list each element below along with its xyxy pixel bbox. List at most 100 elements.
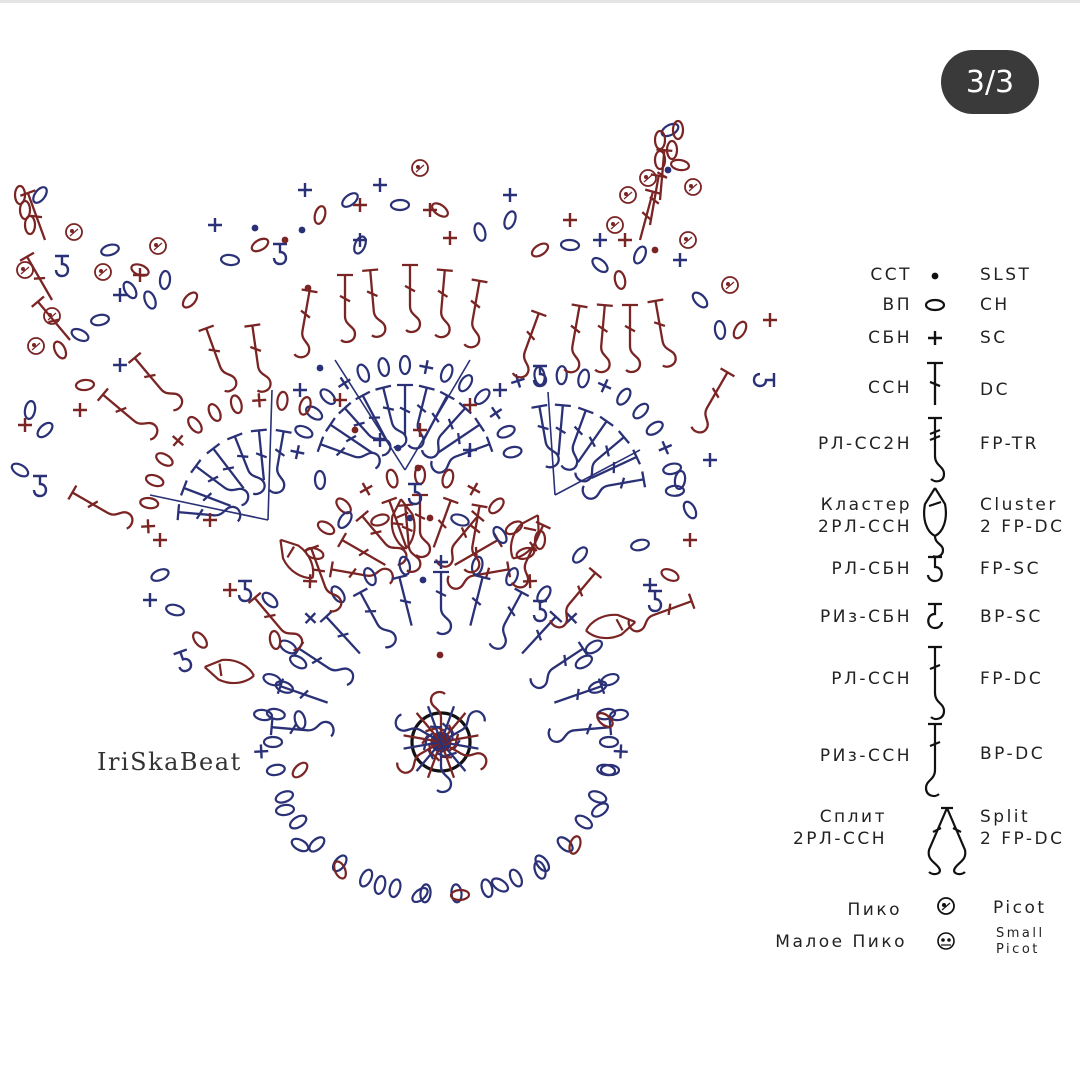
picot-icon [149,237,167,255]
fan-chain [565,612,578,624]
slst-dot [281,236,289,244]
spike-chain [653,149,667,171]
spike-chain [23,214,37,236]
fan-stitch [531,403,560,469]
slst-dot [394,444,402,452]
cluster-stitch [279,538,315,580]
fan-chain [330,585,346,604]
fan-stitch [179,480,232,507]
upper-stitch [127,351,184,412]
sc-plus [618,233,632,247]
slst-dot [406,514,414,522]
fan-stitch [337,532,386,566]
chain-round2 [265,707,286,721]
upper-stitch [622,303,642,374]
chain-round2 [288,654,308,670]
sc-plus [593,233,607,247]
chain-stitch [23,399,37,421]
legend-bp-sc-icon [927,602,944,630]
chain-stitch [669,158,691,172]
chain-stitch [559,238,581,252]
slst-dot [436,651,444,659]
fan-chain [363,567,377,587]
chain-stitch [261,591,279,609]
fan-stitch [446,561,512,590]
slst-dot [426,514,434,522]
chain-stitch [450,513,470,527]
fan-chain [252,393,267,408]
fan-stitch [554,403,571,456]
chain-stitch [353,235,367,255]
chain-stitch [74,378,96,392]
fan-chain [141,519,156,534]
chain-stitch [473,222,487,242]
chain-stitch [70,327,90,343]
legend-plus-icon [928,331,942,345]
chain-stitch [490,877,510,893]
legend-fp-dc-icon [928,645,946,721]
fan-stitch [391,574,413,626]
fan-chain [254,744,269,759]
slst-dot [664,166,672,174]
chain-stitch [341,192,359,208]
fan-stitch [433,570,453,636]
fan-chain [207,403,222,422]
fan-stitch [324,417,373,454]
chain-stitch [313,205,327,225]
fan-chain [398,555,412,576]
sc-plus [298,183,312,197]
spike-stitch [638,188,661,241]
fan-chain [488,497,505,515]
edge-fp-sc [752,372,776,388]
fan-chain [229,394,243,415]
chain-round2 [574,654,594,670]
spike-stitch [19,251,53,301]
fan-chain [434,555,448,569]
picot-icon [65,223,83,241]
edge-fp-sc [54,254,70,278]
top-divider [0,0,1080,3]
fan-chain [290,445,305,460]
fan-stitch [412,493,432,559]
chain-round2 [388,878,402,899]
upper-stitch [594,303,613,374]
chain-stitch [568,835,582,855]
fan-chain [616,387,632,406]
sc-plus [463,398,477,412]
fan-stitch [316,436,381,470]
sc-plus [203,513,217,527]
edge-fp-sc [272,242,288,266]
sc-plus [293,383,307,397]
fan-stitch [397,383,413,435]
chain-round2 [574,814,594,830]
fan-stitch [553,678,606,704]
fan-chain [600,672,620,687]
fan-stitch [488,587,530,650]
chain-stitch [181,291,199,309]
sc-plus [373,433,387,447]
chain-round2 [587,790,608,804]
chain-stitch [219,253,241,267]
upper-stitch [247,591,304,652]
sc-plus [673,253,687,267]
chain-stitch [632,245,648,265]
fan-stitch [269,719,335,738]
legend-dot-icon [931,272,939,280]
sc-plus [493,383,507,397]
sc-plus [208,218,222,232]
sc-plus [373,178,387,192]
legend-bp-dc-icon [924,722,942,798]
fan-stitch [355,510,408,566]
upper-stitch [463,503,488,574]
sc-plus [423,203,437,217]
picot-icon [684,178,702,196]
web-line [334,359,406,471]
fan-chain [398,354,412,376]
fan-chain [658,440,673,455]
picot-icon [679,231,697,249]
page-counter-badge[interactable]: 3/3 [941,50,1039,114]
fan-stitch [437,417,486,454]
fan-chain [359,482,373,496]
fan-stitch [176,504,242,523]
